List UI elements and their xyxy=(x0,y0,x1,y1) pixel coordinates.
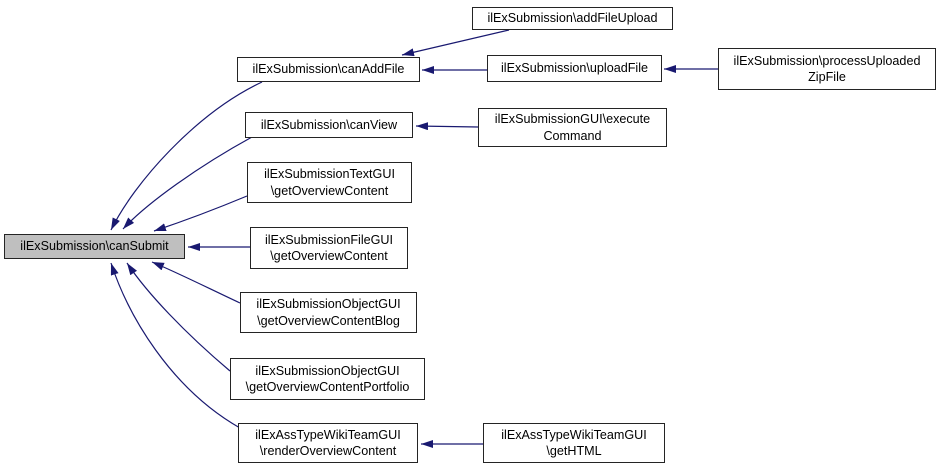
node-label-line: ilExSubmissionTextGUI xyxy=(264,167,395,181)
node-label-line: ilExAssTypeWikiTeamGUI xyxy=(255,427,401,442)
node-label-line: \getHTML xyxy=(546,444,602,458)
node-label-line: ilExSubmission\processUploaded xyxy=(733,53,921,68)
node-ilexsubmissionobjectgui-getoverviewcontentportfolio[interactable]: ilExSubmissionObjectGUI \getOverviewCont… xyxy=(230,358,425,400)
node-label-line: \renderOverviewContent xyxy=(259,444,397,458)
edge-objBlog-canSubmit xyxy=(151,261,241,304)
edge-addFileUpload-canAddFile xyxy=(401,29,510,57)
node-label-line: ilExAssTypeWikiTeamGUI xyxy=(501,427,647,442)
node-label-line: \getOverviewContentPortfolio xyxy=(245,380,410,394)
edge-canView-canSubmit xyxy=(122,136,253,230)
edge-objPortfolio-canSubmit xyxy=(126,262,231,372)
node-ilexsubmissiongui-executecommand[interactable]: ilExSubmissionGUI\execute Command xyxy=(478,108,667,147)
node-label-line: ZipFile xyxy=(808,70,846,84)
node-ilexsubmissionfilegui-getoverviewcontent[interactable]: ilExSubmissionFileGUI \getOverviewConten… xyxy=(250,227,408,269)
node-label-line: ilExSubmission\canAddFile xyxy=(252,62,405,77)
node-ilexsubmission-uploadfile[interactable]: ilExSubmission\uploadFile xyxy=(487,55,662,82)
edge-wikiRender-canSubmit xyxy=(110,262,241,429)
node-ilexsubmission-canaddfile[interactable]: ilExSubmission\canAddFile xyxy=(237,57,420,82)
edge-canAddFile-canSubmit xyxy=(110,81,263,231)
node-ilexasstypewikiteamgui-renderoverviewcontent[interactable]: ilExAssTypeWikiTeamGUI \renderOverviewCo… xyxy=(238,423,418,463)
node-ilexsubmission-processuploadedzipfile[interactable]: ilExSubmission\processUploaded ZipFile xyxy=(718,48,936,90)
node-label-line: \getOverviewContent xyxy=(270,249,388,263)
node-ilexsubmission-addfileupload[interactable]: ilExSubmission\addFileUpload xyxy=(472,7,673,30)
node-label-line: \getOverviewContent xyxy=(270,183,389,198)
node-ilexsubmission-cansubmit: ilExSubmission\canSubmit xyxy=(4,234,185,259)
node-label-line: ilExSubmissionObjectGUI xyxy=(256,297,401,311)
node-label-line: ilExSubmissionGUI\execute xyxy=(494,112,651,126)
node-label-line: \getOverviewContentBlog xyxy=(257,313,400,328)
node-ilexsubmission-canview[interactable]: ilExSubmission\canView xyxy=(245,112,413,138)
edge-execCmd-canView xyxy=(415,122,479,131)
node-ilexasstypewikiteamgui-gethtml[interactable]: ilExAssTypeWikiTeamGUI \getHTML xyxy=(483,423,665,463)
node-label-line: Command xyxy=(543,128,602,143)
node-label-line: ilExSubmissionObjectGUI xyxy=(255,363,400,378)
edge-textGui-canSubmit xyxy=(153,195,248,232)
node-label-line: ilExSubmission\addFileUpload xyxy=(487,11,658,26)
node-label-line: ilExSubmission\canSubmit xyxy=(20,239,169,254)
node-label-line: ilExSubmission\uploadFile xyxy=(501,61,648,76)
node-label-line: ilExSubmission\canView xyxy=(260,117,398,132)
node-label-line: ilExSubmissionFileGUI xyxy=(264,232,394,247)
node-ilexsubmissiontextgui-getoverviewcontent[interactable]: ilExSubmissionTextGUI \getOverviewConten… xyxy=(247,162,412,203)
node-ilexsubmissionobjectgui-getoverviewcontentblog[interactable]: ilExSubmissionObjectGUI \getOverviewCont… xyxy=(240,292,417,333)
